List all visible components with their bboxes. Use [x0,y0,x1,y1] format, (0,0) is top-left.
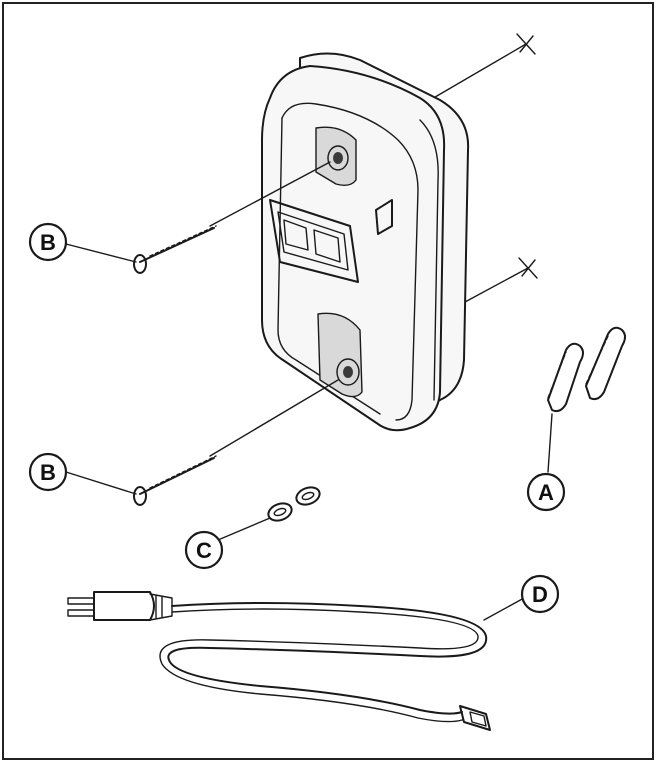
power-cord [67,591,491,731]
callout-d: D [520,574,560,614]
callout-a-label: A [538,480,554,505]
callout-c-label: C [196,538,212,563]
callout-a: A [526,472,566,512]
callout-b-bottom: B [28,452,68,492]
callout-d-label: D [532,582,548,607]
wall-mount-lines [429,33,538,303]
callout-c: C [184,530,224,570]
charger-base [261,52,470,432]
callout-leaders [65,243,553,621]
screw-top [133,161,331,274]
callout-b-top-label: B [40,230,56,255]
callout-b-top: B [28,222,68,262]
screw-bottom [133,379,339,506]
wall-anchors [547,326,626,413]
callout-b-bottom-label: B [40,460,56,485]
cover-caps [267,486,321,522]
